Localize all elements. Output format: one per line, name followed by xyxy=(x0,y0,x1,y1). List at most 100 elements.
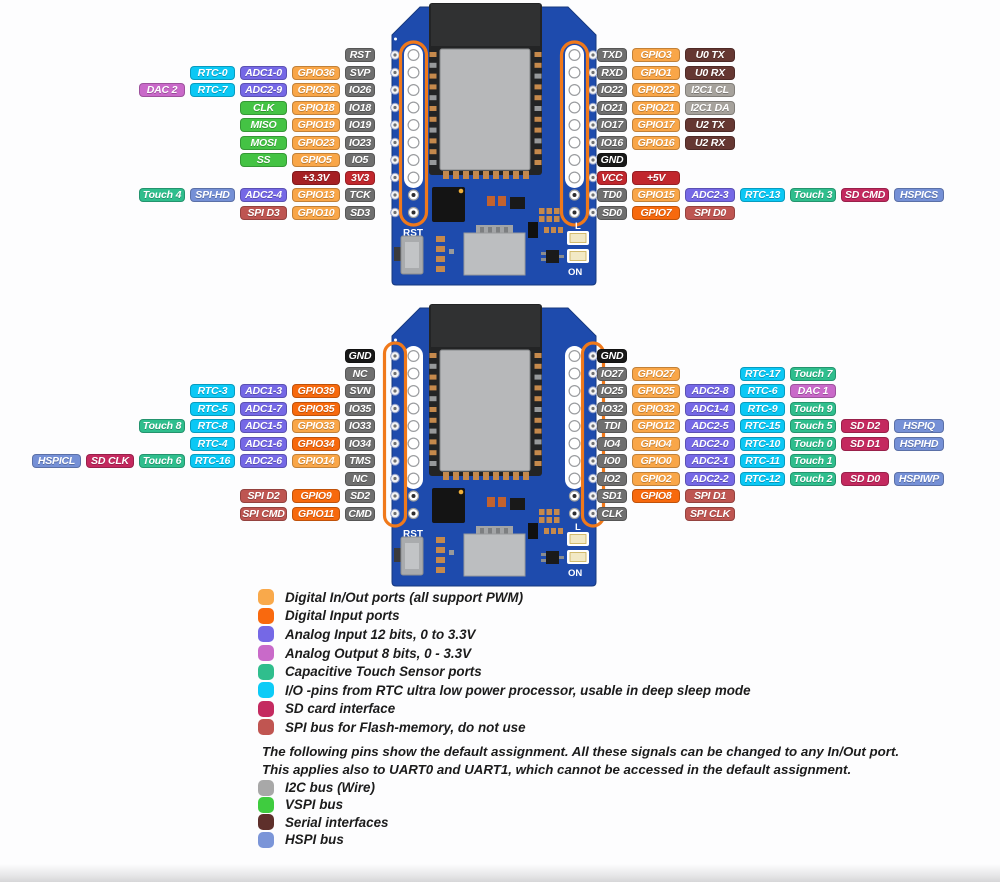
pin-hole-center xyxy=(591,354,595,358)
smd-component xyxy=(449,249,454,254)
pin-label: GPIO23 xyxy=(292,135,340,150)
legend-color-swatch xyxy=(258,779,274,796)
antenna-area xyxy=(431,4,540,46)
regulator-chip xyxy=(546,250,559,263)
pin-label: RTC-16 xyxy=(190,454,235,469)
inner-pin-hole xyxy=(407,419,420,432)
pin-label: IO22 xyxy=(597,83,627,98)
pin-hole-center xyxy=(393,424,397,428)
pin-label: GPIO26 xyxy=(292,83,340,98)
legend-color-swatch xyxy=(258,663,274,680)
reset-button-nub xyxy=(394,548,403,562)
pin-label: IO4 xyxy=(597,436,627,451)
pin-label: ADC2-1 xyxy=(685,454,735,469)
pin-label: NC xyxy=(345,471,375,486)
pin-label: GPIO17 xyxy=(632,118,680,133)
module-pad xyxy=(473,472,479,480)
pin-label: ADC2-5 xyxy=(685,419,735,434)
diode xyxy=(528,222,538,238)
pin-label: GND xyxy=(597,153,627,168)
pin-label: ADC1-4 xyxy=(685,401,735,416)
smd-component xyxy=(498,497,506,507)
pin-label: NC xyxy=(345,366,375,381)
pin-hole-center xyxy=(572,494,577,498)
pin-label: Touch 3 xyxy=(790,188,836,203)
module-pad xyxy=(429,160,437,165)
pin-label: GPIO36 xyxy=(292,65,340,80)
led-on-silk-label: ON xyxy=(568,568,582,579)
pin-hole-center xyxy=(393,371,397,376)
pin-label: GPIO35 xyxy=(292,401,340,416)
pin-label: SD2 xyxy=(345,489,375,504)
inner-pin-hole xyxy=(407,83,420,96)
pin-hole-center xyxy=(393,88,397,92)
module-pad xyxy=(429,363,437,369)
usb-contacts xyxy=(476,225,513,235)
pin-label: SPI D0 xyxy=(685,205,735,220)
inner-pin-hole xyxy=(568,154,581,167)
pin-label: HSPICS xyxy=(894,188,944,203)
inner-pin-hole xyxy=(568,367,581,380)
smd-component xyxy=(539,509,545,515)
pin-label: I2C1 CL xyxy=(685,83,735,98)
pin-label: Touch 5 xyxy=(790,419,836,434)
smd-component xyxy=(436,256,445,262)
pin-label: VCC xyxy=(597,170,627,185)
pin-label: 3V3 xyxy=(345,170,375,185)
pin-hole-center xyxy=(591,476,595,481)
smd-component xyxy=(558,227,563,233)
module-pad xyxy=(429,461,437,466)
pin1-marker xyxy=(394,37,397,41)
pin-label: SPI D3 xyxy=(240,205,287,220)
smd-component xyxy=(546,208,552,214)
module-pad xyxy=(429,127,437,133)
module-pad xyxy=(443,472,449,480)
legend-label: I2C bus (Wire) xyxy=(285,780,375,796)
module-pad xyxy=(429,116,437,122)
usb-connector xyxy=(463,533,526,577)
pin1-marker xyxy=(394,338,397,342)
smd-component xyxy=(449,550,454,555)
pin-label: SVP xyxy=(345,65,375,80)
pin-label: GND xyxy=(345,349,375,364)
module-pad xyxy=(534,363,542,369)
pin-label: SD3 xyxy=(345,205,375,220)
smd-component xyxy=(539,216,545,222)
pin-label: RTC-15 xyxy=(740,419,785,434)
pin-label: RTC-3 xyxy=(190,384,235,399)
pin-label: SPI D1 xyxy=(685,489,735,504)
smd-component xyxy=(546,509,552,515)
legend-color-swatch xyxy=(258,589,274,606)
pin-label: U0 TX xyxy=(685,48,735,63)
module-pad xyxy=(429,439,437,445)
smd-component xyxy=(546,216,552,222)
module-pad xyxy=(513,472,519,480)
pin-label: GPIO15 xyxy=(632,188,680,203)
pin-label: ADC2-2 xyxy=(685,471,735,486)
pin-label: U0 RX xyxy=(685,65,735,80)
pin-hole-center xyxy=(591,175,595,180)
usb-contacts xyxy=(476,526,513,536)
pin-slot-left xyxy=(404,45,423,188)
pin-label: TDI xyxy=(597,419,627,434)
module-pad xyxy=(534,385,542,391)
pin-label: GPIO10 xyxy=(292,205,340,220)
pin-label: Touch 0 xyxy=(790,436,836,451)
flash-chip xyxy=(432,187,465,222)
module-pad xyxy=(534,417,542,423)
inner-pin-hole xyxy=(568,171,581,184)
pin-label: RTC-10 xyxy=(740,436,785,451)
pin-label: IO34 xyxy=(345,436,375,451)
module-pad xyxy=(534,127,542,133)
module-pad xyxy=(513,171,519,179)
pin-hole-center xyxy=(393,441,397,446)
legend-item: Analog Input 12 bits, 0 to 3.3V xyxy=(258,625,751,644)
pin-hole-center xyxy=(591,123,595,127)
pin-label: RTC-7 xyxy=(190,83,235,98)
inner-pin-hole xyxy=(407,437,420,450)
pin-label: SPI CMD xyxy=(240,506,287,521)
module-pad xyxy=(534,62,542,68)
pin-hole-center xyxy=(572,511,577,516)
